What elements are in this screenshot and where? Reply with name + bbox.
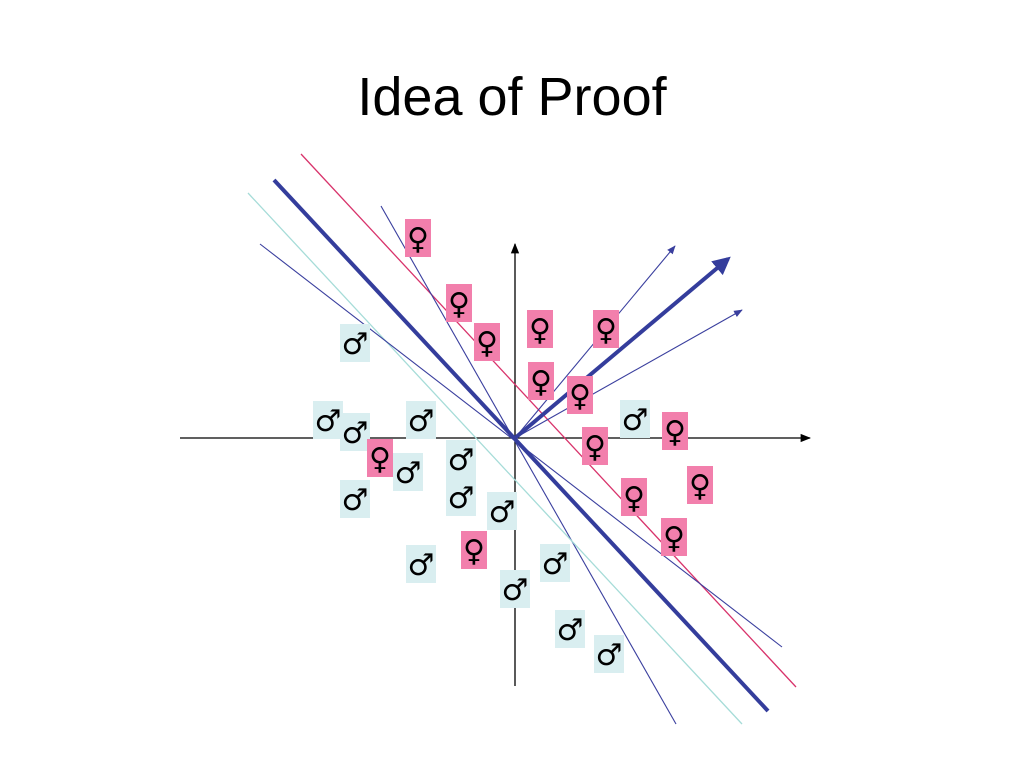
male-symbol-box <box>340 324 370 362</box>
female-symbol-box <box>662 412 688 450</box>
male-symbol: ♂ <box>313 401 343 439</box>
female-symbol: ♀ <box>528 362 554 400</box>
female-symbol: ♀ <box>621 478 647 516</box>
male-symbol: ♂ <box>594 635 624 673</box>
female-symbol-box <box>528 362 554 400</box>
female-symbol: ♀ <box>582 427 608 465</box>
female-symbol: ♀ <box>593 310 619 348</box>
female-symbol: ♀ <box>461 531 487 569</box>
male-symbol: ♂ <box>340 324 370 362</box>
male-symbol-box <box>500 570 530 608</box>
female-symbol: ♀ <box>405 219 431 257</box>
male-symbol-glyph: ♂ <box>342 327 369 362</box>
female-symbol: ♀ <box>687 466 713 504</box>
female-symbol-glyph: ♀ <box>595 313 617 348</box>
female-symbol-glyph: ♀ <box>689 469 711 504</box>
male-symbol: ♂ <box>406 401 436 439</box>
male-symbol-box <box>555 610 585 648</box>
female-symbol-box <box>593 310 619 348</box>
female-symbol-glyph: ♀ <box>663 521 685 556</box>
female-symbol: ♀ <box>661 518 687 556</box>
male-symbol: ♂ <box>406 545 436 583</box>
male-symbol: ♂ <box>340 480 370 518</box>
female-symbol-box <box>446 284 472 322</box>
normal-vector-thick <box>513 256 731 440</box>
male-symbol-box <box>446 440 476 478</box>
male-symbol-glyph: ♂ <box>489 495 516 530</box>
separator-line-thick <box>272 178 770 713</box>
male-symbol-box <box>620 400 650 438</box>
male-symbol-box <box>540 544 570 582</box>
female-symbol-glyph: ♀ <box>407 222 429 257</box>
male-symbol: ♂ <box>540 544 570 582</box>
female-symbol-box <box>405 219 431 257</box>
separator-line-red <box>300 153 797 688</box>
male-symbol-glyph: ♂ <box>342 483 369 518</box>
male-symbol-glyph: ♂ <box>395 456 422 491</box>
male-symbol-glyph: ♂ <box>596 638 623 673</box>
male-symbol-glyph: ♂ <box>408 404 435 439</box>
female-symbol-box <box>582 427 608 465</box>
male-symbol-box <box>393 453 423 491</box>
female-symbol-box <box>474 323 500 361</box>
female-symbol: ♀ <box>474 323 500 361</box>
female-symbol: ♀ <box>527 310 553 348</box>
male-symbol-glyph: ♂ <box>408 548 435 583</box>
male-symbol: ♂ <box>487 492 517 530</box>
male-symbol-box <box>446 478 476 516</box>
female-symbol: ♀ <box>367 439 393 477</box>
male-symbol: ♂ <box>446 478 476 516</box>
slide-title: Idea of Proof <box>357 67 667 127</box>
male-symbol: ♂ <box>446 440 476 478</box>
male-symbol: ♂ <box>340 413 370 451</box>
female-symbol-box <box>527 310 553 348</box>
female-symbol: ♀ <box>446 284 472 322</box>
female-symbol-glyph: ♀ <box>448 287 470 322</box>
female-symbol-box <box>461 531 487 569</box>
female-symbol-glyph: ♀ <box>476 326 498 361</box>
female-symbol-box <box>367 439 393 477</box>
female-symbol: ♀ <box>662 412 688 450</box>
male-symbol-glyph: ♂ <box>542 547 569 582</box>
male-symbol-glyph: ♂ <box>502 573 529 608</box>
female-symbol-glyph: ♀ <box>530 365 552 400</box>
separator-line-thin-steep <box>380 205 677 725</box>
female-symbol-glyph: ♀ <box>369 442 391 477</box>
male-symbol: ♂ <box>620 400 650 438</box>
male-symbol: ♂ <box>500 570 530 608</box>
male-symbol: ♂ <box>555 610 585 648</box>
male-symbol-glyph: ♂ <box>557 613 584 648</box>
female-symbol-glyph: ♀ <box>623 481 645 516</box>
female-symbol-box <box>687 466 713 504</box>
male-symbol: ♂ <box>393 453 423 491</box>
male-symbol-box <box>340 480 370 518</box>
male-symbol-glyph: ♂ <box>448 481 475 516</box>
male-symbol-box <box>406 545 436 583</box>
female-symbol-glyph: ♀ <box>529 313 551 348</box>
female-symbol-glyph: ♀ <box>569 379 591 414</box>
male-symbol-box <box>487 492 517 530</box>
male-symbol-glyph: ♂ <box>448 443 475 478</box>
normal-vector-lower <box>514 309 743 439</box>
male-symbol-glyph: ♂ <box>342 416 369 451</box>
male-symbol-glyph: ♂ <box>315 404 342 439</box>
symbol-layer: ♂♂♂♂♂♂♂♂♂♂♂♂♂♂♂♀♀♀♀♀♀♀♀♀♀♀♀♀♀ <box>313 219 713 673</box>
male-symbol-glyph: ♂ <box>622 403 649 438</box>
male-symbol-box <box>340 413 370 451</box>
female-symbol-box <box>661 518 687 556</box>
female-symbol: ♀ <box>567 376 593 414</box>
male-symbol-box <box>406 401 436 439</box>
female-symbol-box <box>621 478 647 516</box>
male-symbol-box <box>594 635 624 673</box>
female-symbol-glyph: ♀ <box>664 415 686 450</box>
female-symbol-box <box>567 376 593 414</box>
female-symbol-glyph: ♀ <box>463 534 485 569</box>
separator-line-cyan <box>247 192 743 725</box>
male-symbol-box <box>313 401 343 439</box>
female-symbol-glyph: ♀ <box>584 430 606 465</box>
